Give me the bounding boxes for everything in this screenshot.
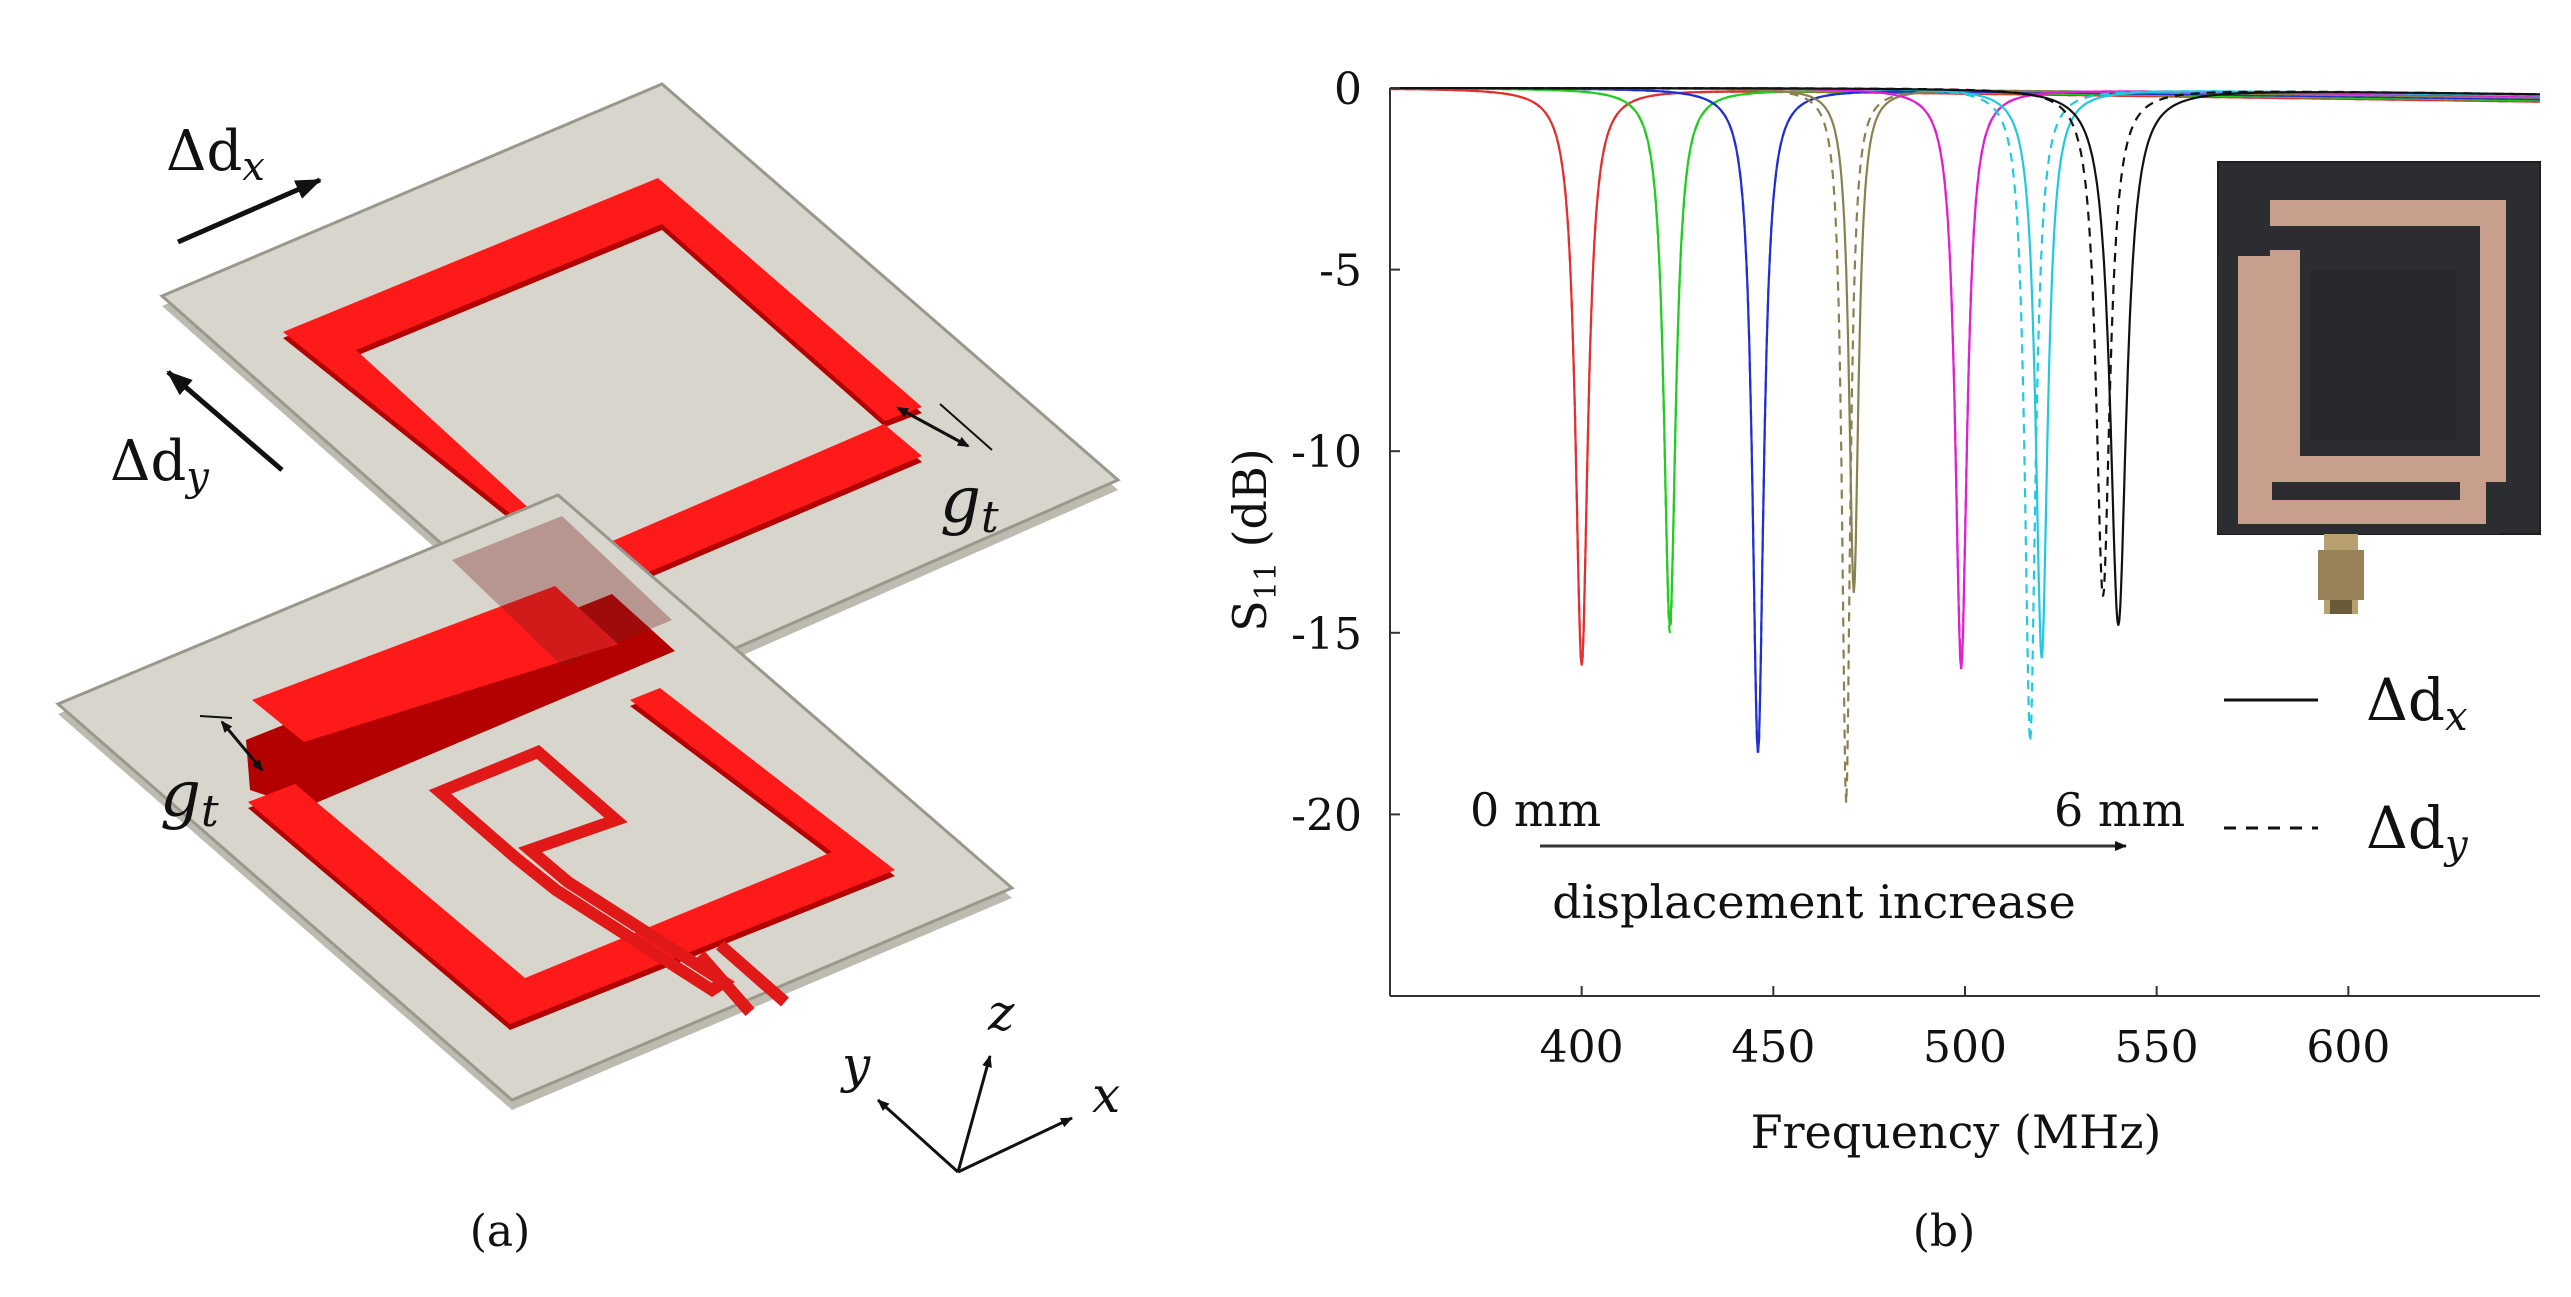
gap-arrow-bottom [220, 720, 264, 772]
axis-y-label: y [840, 1036, 871, 1094]
dx-arrow [176, 177, 322, 245]
plot-area [1390, 86, 2541, 804]
y-tick-label: -5 [1319, 246, 1362, 297]
panel-a-3d-model: Δdx Δdy gt gt y z x (a) [55, 82, 1121, 1257]
x-axis-label: Frequency (MHz) [1751, 1105, 2162, 1159]
annotation-end: 6 mm [2054, 783, 2185, 837]
coordinate-axes: y z x [840, 984, 1120, 1174]
axis-ticks: 400 450 500 550 600 0 -5 -10 -15 -20 [1291, 64, 2390, 1073]
gap-tick-bottom [199, 715, 233, 719]
antenna-photo-inset [2217, 161, 2541, 614]
legend-dx-label: Δdx [2366, 666, 2468, 740]
dy-label: Δdy [110, 429, 210, 500]
series-line-12 [1390, 86, 2540, 626]
gap-label-bottom: gt [160, 758, 219, 837]
dy-arrow [166, 370, 284, 472]
caption-b: (b) [1913, 1206, 1976, 1257]
panel-b-chart: 400 450 500 550 600 0 -5 -10 -15 -20 S11 (dB) Fre… [1223, 64, 2541, 1257]
y-tick-label: -15 [1291, 609, 1362, 660]
y-tick-label: -20 [1291, 790, 1362, 841]
displacement-annotation: 0 mm 6 mm displacement increase [1470, 783, 2185, 929]
y-tick-label: 0 [1334, 64, 1362, 115]
legend: Δdx Δdy [2224, 666, 2469, 868]
y-tick-label: -10 [1291, 427, 1362, 478]
gap-arrow-top [896, 406, 970, 448]
axis-z-label: z [987, 984, 1015, 1042]
y-axis-label: S11 (dB) [1223, 448, 1284, 631]
annotation-text: displacement increase [1552, 875, 2075, 929]
gap-tick-top [939, 403, 993, 451]
top-coil [283, 178, 922, 596]
legend-dy-label: Δdy [2366, 794, 2469, 868]
caption-a: (a) [470, 1206, 531, 1257]
dx-label: Δdx [166, 119, 265, 190]
overlap-shadow [452, 516, 672, 666]
annotation-start: 0 mm [1470, 783, 1601, 837]
gap-label-top: gt [940, 464, 999, 543]
x-tick-label: 500 [1923, 1022, 2007, 1073]
x-tick-label: 600 [2306, 1022, 2390, 1073]
bottom-coil [246, 586, 895, 1030]
x-tick-label: 400 [1540, 1022, 1624, 1073]
bottom-substrate [55, 493, 1015, 1110]
x-tick-label: 450 [1731, 1022, 1815, 1073]
axis-x-label: x [1092, 1066, 1120, 1124]
x-tick-label: 550 [2115, 1022, 2199, 1073]
